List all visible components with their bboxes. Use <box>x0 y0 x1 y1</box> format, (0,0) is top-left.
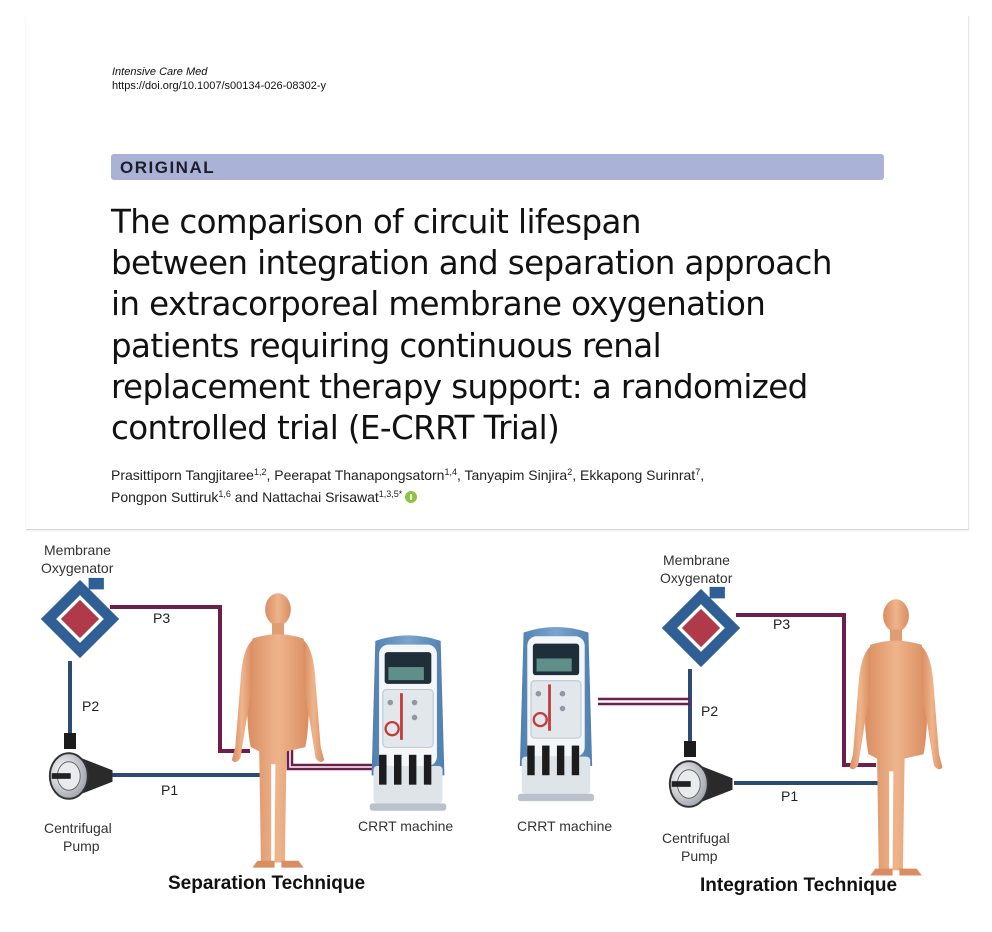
separation-panel: Membrane Oxygenator P3 P2 P1 Centrifugal… <box>40 542 453 894</box>
author-name[interactable]: Prasittiporn Tangjitaree <box>111 467 254 483</box>
author-separator: , <box>700 467 705 483</box>
author-separator: and <box>230 489 263 505</box>
article-title: The comparison of circuit lifespan betwe… <box>111 202 881 449</box>
p2-label: P2 <box>82 698 99 714</box>
membrane-oxygenator-icon <box>661 586 741 668</box>
author-name[interactable]: Peerapat Thanapongsatorn <box>274 467 445 483</box>
author-affiliation: 1,2 <box>253 467 267 477</box>
membrane-label: Membrane <box>663 552 730 568</box>
centrifugal-pump-icon <box>668 760 734 808</box>
author-separator: , <box>456 467 465 483</box>
author-separator: , <box>266 467 275 483</box>
author-separator: , <box>572 467 581 483</box>
orcid-icon[interactable] <box>405 491 418 503</box>
crrt-machine-icon <box>368 635 448 813</box>
p3-label: P3 <box>153 610 170 626</box>
p3-line <box>736 613 876 767</box>
patient-figure-icon <box>849 599 943 876</box>
title-line: between integration and separation appro… <box>111 244 832 283</box>
pump-label: Centrifugal <box>44 820 112 836</box>
patient-figure-icon <box>231 593 325 868</box>
p2-label: P2 <box>701 703 718 719</box>
membrane-label: Oxygenator <box>41 560 114 576</box>
article-type-banner: ORIGINAL <box>111 154 884 180</box>
author-affiliation: 1,6 <box>218 489 231 499</box>
membrane-oxygenator-icon <box>40 577 120 659</box>
pump-label: Centrifugal <box>662 830 730 846</box>
centrifugal-pump-icon <box>48 752 114 800</box>
crrt-line <box>598 697 690 706</box>
title-line: The comparison of circuit lifespan <box>111 203 641 241</box>
pump-label: Pump <box>681 848 718 864</box>
separation-caption: Separation Technique <box>168 873 365 894</box>
title-line: replacement therapy support: a randomize… <box>111 367 808 406</box>
author-name[interactable]: Nattachai Srisawat <box>262 489 379 505</box>
p1-label: P1 <box>781 788 798 804</box>
membrane-label: Oxygenator <box>660 570 733 586</box>
paper-header-card: Intensive Care Med https://doi.org/10.10… <box>26 16 969 530</box>
author-affiliation: 1,3,5* <box>378 489 403 499</box>
doi-link[interactable]: https://doi.org/10.1007/s00134-026-08302… <box>112 80 327 92</box>
title-line: patients requiring continuous renal <box>111 326 662 365</box>
author-name[interactable]: Tanyapim Sinjira <box>464 467 568 483</box>
integration-caption: Integration Technique <box>700 875 897 896</box>
p1-label: P1 <box>161 782 178 798</box>
title-line: in extracorporeal membrane oxygenation <box>111 285 766 324</box>
crrt-label: CRRT machine <box>517 818 612 834</box>
circuit-figure: Membrane Oxygenator P3 P2 P1 Centrifugal… <box>40 542 943 896</box>
pump-label: Pump <box>63 838 100 854</box>
author-name[interactable]: Pongpon Suttiruk <box>111 489 219 505</box>
article-type-label: ORIGINAL <box>120 158 216 177</box>
journal-name: Intensive Care Med <box>112 66 208 78</box>
title-line: controlled trial (E-CRRT Trial) <box>111 409 560 448</box>
crrt-label: CRRT machine <box>358 818 453 834</box>
p3-label: P3 <box>773 616 790 632</box>
author-name[interactable]: Ekkapong Surinrat <box>580 467 696 483</box>
author-list: Prasittiporn Tangjitaree1,2, Peerapat Th… <box>111 464 911 508</box>
p3-line <box>110 605 250 753</box>
author-affiliation: 2 <box>567 467 573 477</box>
author-affiliation: 1,4 <box>444 467 457 477</box>
author-affiliation: 7 <box>695 467 701 477</box>
crrt-machine-icon <box>516 627 596 803</box>
integration-panel: Membrane Oxygenator P3 P2 P1 Centrifugal… <box>516 552 943 896</box>
membrane-label: Membrane <box>44 542 111 558</box>
